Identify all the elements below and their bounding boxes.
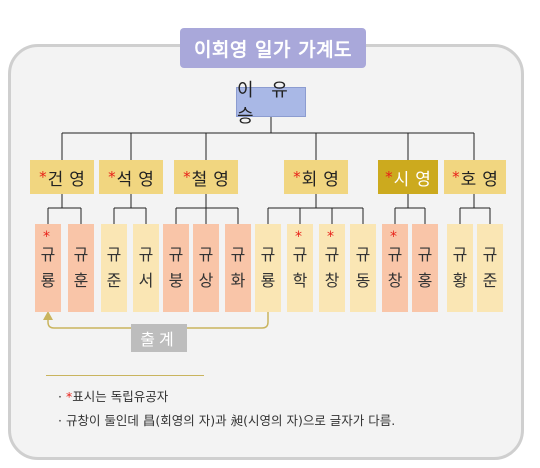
patriot-star-icon: * — [390, 229, 397, 245]
adoption-label: 출계 — [131, 324, 187, 352]
son-box: * 회 영 — [284, 160, 348, 194]
grandson-box: * 규 창 — [319, 224, 345, 312]
patriot-star-icon: * — [65, 389, 73, 404]
grandson-char-1: 규 — [198, 245, 214, 264]
patriot-star-icon: * — [327, 229, 334, 245]
grandson-char-2: 홍 — [417, 271, 433, 290]
grandson-char-2: 동 — [355, 271, 371, 290]
grandson-char-2: 창 — [387, 271, 403, 290]
patriot-star-icon: * — [39, 168, 47, 186]
grandson-char-2: 상 — [198, 271, 214, 290]
grandson-box: 규 준 — [477, 224, 503, 312]
son-name-2: 영 — [69, 169, 85, 190]
grandson-char-1: 규 — [452, 245, 468, 264]
legend-note: · *표시는 독립유공자 — [58, 386, 168, 405]
grandson-char-1: 규 — [106, 245, 122, 264]
son-name-1: 건 — [47, 169, 64, 190]
patriot-star-icon: * — [452, 168, 460, 186]
root-ancestor: 이 유 승 — [236, 80, 306, 127]
grandson-char-2: 서 — [138, 271, 154, 290]
grandson-char-2: 창 — [324, 271, 340, 290]
son-name-1: 호 — [460, 169, 477, 190]
grandson-char-1: 규 — [355, 245, 371, 264]
grandson-char-2: 화 — [230, 271, 246, 290]
son-name-1: 회 — [301, 169, 318, 190]
son-name-1: 석 — [116, 169, 133, 190]
son-box: * 석 영 — [99, 160, 163, 194]
patriot-star-icon: * — [385, 168, 393, 186]
grandson-box: 규 서 — [133, 224, 159, 312]
grandson-char-2: 룡 — [40, 271, 56, 290]
grandson-char-1: 규 — [230, 245, 246, 264]
grandson-box: 규 붕 — [163, 224, 189, 312]
name-difference-note: · 규창이 둘인데 昌(회영의 자)과 昶(시영의 자)으로 글자가 다름. — [58, 413, 396, 428]
legend-note-text: 표시는 독립유공자 — [72, 389, 169, 404]
son-name-2: 영 — [415, 169, 431, 190]
bullet: · — [58, 389, 62, 404]
grandson-box: 규 상 — [193, 224, 219, 312]
son-name-2: 영 — [323, 169, 339, 190]
grandson-box: 규 황 — [447, 224, 473, 312]
grandson-char-1: 규 — [260, 245, 276, 264]
patriot-star-icon: * — [108, 168, 116, 186]
page-title: 이회영 일가 가계도 — [180, 28, 366, 68]
grandson-box: 규 동 — [350, 224, 376, 312]
patriot-star-icon: * — [293, 168, 301, 186]
grandson-char-1: 규 — [73, 245, 89, 264]
son-box: * 호 영 — [444, 160, 506, 194]
grandson-char-2: 룡 — [260, 271, 276, 290]
grandson-box: 규 룡 — [255, 224, 281, 312]
grandson-char-2: 학 — [292, 271, 308, 290]
grandson-char-1: 규 — [40, 245, 56, 264]
grandson-char-2: 준 — [106, 271, 122, 290]
grandson-char-1: 규 — [482, 245, 498, 264]
grandson-box: 규 화 — [225, 224, 251, 312]
son-box-highlight: * 시 영 — [378, 160, 438, 194]
patriot-star-icon: * — [295, 229, 302, 245]
notes-divider — [46, 375, 204, 376]
grandson-char-1: 규 — [387, 245, 403, 264]
son-box: * 철 영 — [174, 160, 238, 194]
grandson-char-1: 규 — [292, 245, 308, 264]
grandson-char-1: 규 — [138, 245, 154, 264]
son-name-1: 철 — [191, 169, 208, 190]
grandson-box: 규 준 — [101, 224, 127, 312]
son-name-2: 영 — [482, 169, 498, 190]
grandson-char-2: 붕 — [168, 271, 184, 290]
son-name-2: 영 — [213, 169, 229, 190]
grandson-box: * 규 룡 — [35, 224, 61, 312]
grandson-box: 규 훈 — [68, 224, 94, 312]
grandson-box: 규 홍 — [412, 224, 438, 312]
grandson-char-2: 준 — [482, 271, 498, 290]
grandson-box: * 규 창 — [382, 224, 408, 312]
son-name-2: 영 — [138, 169, 154, 190]
son-box: * 건 영 — [30, 160, 94, 194]
grandson-char-1: 규 — [168, 245, 184, 264]
grandson-char-2: 훈 — [73, 271, 89, 290]
grandson-char-1: 규 — [417, 245, 433, 264]
grandson-char-2: 황 — [452, 271, 468, 290]
patriot-star-icon: * — [43, 229, 50, 245]
grandson-box: * 규 학 — [287, 224, 313, 312]
son-name-1: 시 — [393, 169, 410, 190]
patriot-star-icon: * — [183, 168, 191, 186]
grandson-char-1: 규 — [324, 245, 340, 264]
